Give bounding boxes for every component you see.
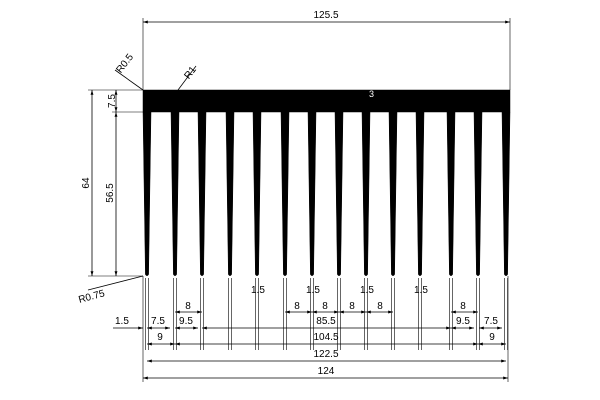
radius-r0-5-label: R0.5 (114, 52, 136, 76)
heatsink-base (142, 89, 511, 113)
fin-10 (388, 111, 398, 276)
fin-tip-width-dimensions: 1.5 1.5 1.5 1.5 (251, 285, 428, 296)
fin-2 (170, 111, 180, 276)
overall-width-label: 125.5 (313, 10, 338, 21)
bottom-width-label: 124 (318, 366, 335, 377)
edge-offset-label: 1.5 (115, 316, 129, 327)
fin-extension-lines (145, 278, 508, 350)
center-span-label: 85.5 (316, 316, 336, 327)
fin-5 (252, 111, 262, 276)
bottom-width-dimension: 124 (142, 276, 509, 382)
fin-tip-radius-label: R0.75 (77, 288, 106, 306)
fin-1 (142, 111, 152, 276)
fin-spacing-dimensions: 1.5 7.5 9.5 85.5 9.5 7.5 (113, 316, 502, 330)
second-gap-left-label: 9.5 (179, 316, 193, 327)
edge-fin-width-left-label: 7.5 (151, 316, 165, 327)
fin-4 (225, 111, 235, 276)
edge-span-right-label: 9 (489, 332, 495, 343)
fin-11 (415, 111, 425, 276)
inner-span-label: 104.5 (313, 332, 338, 343)
fin-tip-width-label-2: 1.5 (306, 285, 320, 296)
second-gap-right-label: 9.5 (456, 316, 470, 327)
radius-r1-label: R1 (182, 64, 199, 81)
edge-span-left-label: 9 (157, 332, 163, 343)
heatsink-profile (142, 89, 511, 276)
pitch-label-right: 8 (460, 301, 466, 312)
fin-tip-width-label-1: 1.5 (251, 285, 265, 296)
fin-3 (197, 111, 207, 276)
fin-7 (307, 111, 317, 276)
fin-pitch-dimensions: 8 8 8 8 8 8 (175, 301, 478, 314)
fin-9 (361, 111, 371, 276)
fin-8 (334, 111, 344, 276)
fin-height-label: 56.5 (105, 183, 116, 203)
pitch-label-2: 8 (294, 301, 300, 312)
pitch-label-5: 8 (377, 301, 383, 312)
span-122-dimension: 122.5 (147, 349, 506, 363)
edge-fin-width-right-label: 7.5 (484, 316, 498, 327)
fin-12 (446, 111, 456, 276)
fin-6 (280, 111, 290, 276)
fin-tip-width-label-4: 1.5 (414, 285, 428, 296)
pitch-label-4: 8 (349, 301, 355, 312)
pitch-label-3: 8 (322, 301, 328, 312)
span-122-label: 122.5 (313, 349, 338, 360)
overall-width-dimension: 125.5 (142, 10, 511, 90)
pitch-label-left: 8 (185, 301, 191, 312)
base-thickness-label: 7.5 (107, 94, 118, 108)
fin-tip-width-label-3: 1.5 (360, 285, 374, 296)
center-mark-label: 3 (369, 89, 374, 99)
fin-13 (473, 111, 483, 276)
left-height-dimensions: 7.5 64 56.5 (81, 89, 143, 277)
inner-span-dimensions: 9 104.5 9 (147, 332, 506, 346)
fin-14 (501, 111, 511, 276)
fin-tip-radius-callout: R0.75 (77, 275, 144, 306)
corner-radius-callouts: R0.5 R1 (114, 52, 199, 91)
total-height-label: 64 (81, 177, 92, 189)
